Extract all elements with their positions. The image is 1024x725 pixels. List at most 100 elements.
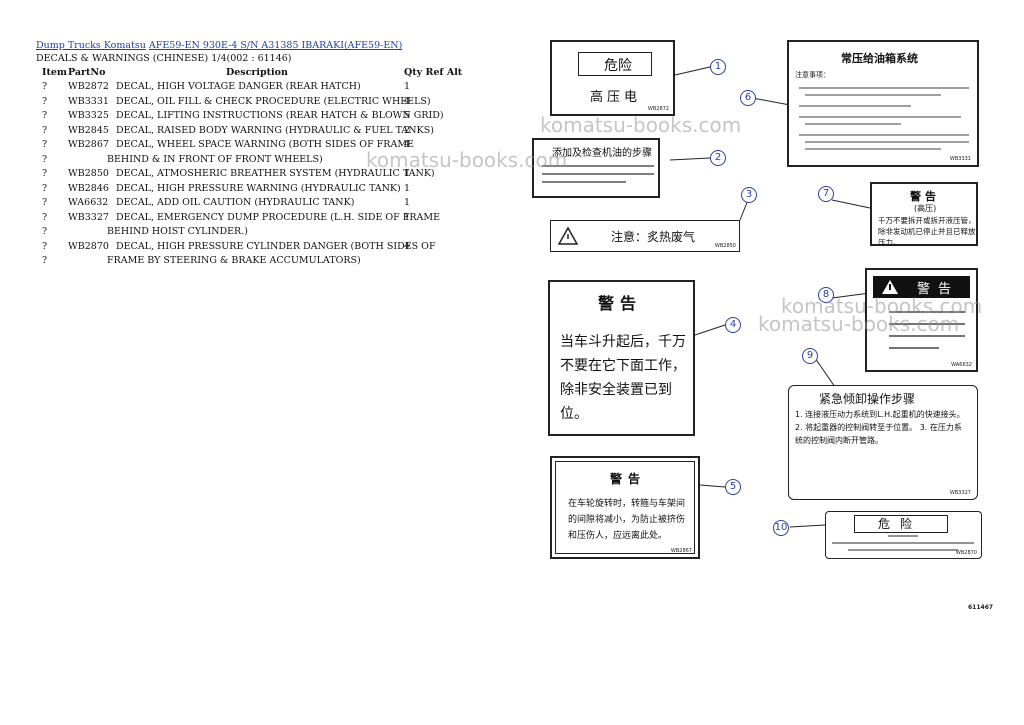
decal-exhaust-caution: 注意：炙热废气 WB2850 xyxy=(550,220,740,252)
decal-1-title: 危险 xyxy=(604,58,632,74)
decal-high-voltage: 危险 高压电 WB2872 xyxy=(550,40,675,116)
qty-cell: 1 xyxy=(404,197,411,208)
part-no-cell: WB2845 xyxy=(68,124,109,136)
description-cell: DECAL, HIGH PRESSURE CYLINDER DANGER (BO… xyxy=(116,240,436,252)
description-cell: DECAL, LIFTING INSTRUCTIONS (REAR HATCH … xyxy=(116,110,444,121)
qty-cell: 5 xyxy=(404,110,411,121)
part-no-cell: WB3327 xyxy=(68,211,109,223)
decal-8-text-lines xyxy=(889,311,965,349)
description-cell: FRAME BY STEERING & BRAKE ACCUMULATORS) xyxy=(107,255,361,266)
decal-7-sub: (高压) xyxy=(914,204,937,213)
decal-oil-fill: 添加及检查机油的步骤 xyxy=(532,138,660,198)
qty-cell: 4 xyxy=(404,240,411,252)
item-cell: ? xyxy=(42,211,48,223)
part-no-cell: WB2872 xyxy=(68,81,109,92)
decal-4-body: 当车斗升起后，千万不要在它下面工作，除非安全装置已到位。 xyxy=(560,334,686,422)
callout-7[interactable]: 7 xyxy=(818,186,834,202)
header-item: Item xyxy=(42,67,67,78)
description-cell: DECAL, RAISED BODY WARNING (HYDRAULIC & … xyxy=(116,124,434,136)
decal-atmospheric-breather: 常压给油箱系统 注意事项： WB3331 xyxy=(787,40,979,167)
breadcrumb-category-link[interactable]: Dump Trucks Komatsu xyxy=(36,40,146,51)
callout-1[interactable]: 1 xyxy=(710,59,726,75)
page-title: DECALS & WARNINGS (CHINESE) 1/4(002 : 61… xyxy=(36,53,292,64)
watermark: komatsu-books.com xyxy=(366,148,568,172)
decal-8-code: WA6632 xyxy=(951,362,972,368)
header-part-no: PartNo xyxy=(68,67,106,78)
watermark: komatsu-books.com xyxy=(781,294,983,318)
callout-8[interactable]: 8 xyxy=(818,287,834,303)
decal-6-title: 常压给油箱系统 xyxy=(841,52,918,65)
warning-triangle-icon xyxy=(557,226,579,245)
callout-3[interactable]: 3 xyxy=(741,187,757,203)
callout-9[interactable]: 9 xyxy=(802,348,818,364)
description-cell: DECAL, ATMOSHERIC BREATHER SYSTEM (HYDRA… xyxy=(116,168,435,179)
item-cell: ? xyxy=(42,153,48,165)
description-cell: DECAL, OIL FILL & CHECK PROCEDURE (ELECT… xyxy=(116,95,431,107)
item-cell: ? xyxy=(42,95,48,107)
decal-2-title: 添加及检查机油的步骤 xyxy=(552,148,652,159)
description-cell: DECAL, HIGH VOLTAGE DANGER (REAR HATCH) xyxy=(116,81,361,92)
description-cell: BEHIND HOIST CYLINDER.) xyxy=(107,226,248,237)
watermark: komatsu-books.com xyxy=(758,312,960,336)
breadcrumb-model-link[interactable]: AFE59-EN 930E-4 S/N A31385 IBARAKI(AFE59… xyxy=(148,40,403,51)
decal-raised-body-warning: 警告 当车斗升起后，千万不要在它下面工作，除非安全装置已到位。 xyxy=(548,280,695,436)
part-no-cell: WA6632 xyxy=(68,197,109,208)
qty-cell: 4 xyxy=(404,139,411,150)
header-qty: Qty Ref Alt xyxy=(404,67,463,78)
item-cell: ? xyxy=(42,255,48,266)
decal-10-text-lines xyxy=(832,535,974,551)
decal-1-body: 高压电 xyxy=(590,90,642,105)
figure-code: 611467 xyxy=(968,604,994,611)
decal-4-title: 警告 xyxy=(598,294,643,313)
part-no-cell: WB2867 xyxy=(68,139,109,150)
qty-cell: 1 xyxy=(404,168,411,179)
watermark: komatsu-books.com xyxy=(540,113,742,137)
decal-5-title: 警告 xyxy=(610,472,647,486)
callout-10[interactable]: 10 xyxy=(773,520,789,536)
decal-diagram: 危险 高压电 WB2872 添加及检查机油的步骤 注意：炙热废气 WB2850 … xyxy=(532,30,1020,630)
decal-6-code: WB3331 xyxy=(949,156,971,162)
decal-5-body: 在车轮旋转时，转箍与车架间的间隙将减小，为防止被挤伤和压伤人，应远离此处。 xyxy=(568,499,686,541)
item-cell: ? xyxy=(42,124,48,136)
decal-2-text-lines xyxy=(542,165,654,183)
breadcrumb: Dump Trucks Komatsu AFE59-EN 930E-4 S/N … xyxy=(36,40,402,52)
part-no-cell: WB3325 xyxy=(68,110,109,121)
description-cell: DECAL, ADD OIL CAUTION (HYDRAULIC TANK) xyxy=(116,197,355,208)
decal-1-code: WB2872 xyxy=(647,106,669,112)
decal-10-title: 危险 xyxy=(878,517,923,531)
decal-wheel-space-warning: 警告 在车轮旋转时，转箍与车架间的间隙将减小，为防止被挤伤和压伤人，应远离此处。… xyxy=(550,456,700,559)
item-cell: ? xyxy=(42,110,48,121)
decal-10-code: WB2870 xyxy=(955,550,977,556)
decal-9-title: 紧急倾卸操作步骤 xyxy=(819,392,916,406)
decal-7-body: 千万不要拆开或拆开液压管，除非发动机已停止并且已释放压力。 xyxy=(878,216,976,247)
header-description: Description xyxy=(226,67,288,78)
decal-9-code: WB3327 xyxy=(949,490,971,496)
item-cell: ? xyxy=(42,139,48,150)
description-cell: BEHIND & IN FRONT OF FRONT WHEELS) xyxy=(107,153,323,165)
decal-8-title: 警告 xyxy=(917,282,960,297)
part-no-cell: WB2870 xyxy=(68,240,109,252)
qty-cell: 4 xyxy=(404,95,411,107)
description-cell: DECAL, WHEEL SPACE WARNING (BOTH SIDES O… xyxy=(116,139,414,150)
decal-add-oil-caution: 警告 WA6632 xyxy=(865,268,978,372)
part-no-cell: WB3331 xyxy=(68,95,109,107)
decal-3-code: WB2850 xyxy=(714,243,736,249)
callout-2[interactable]: 2 xyxy=(710,150,726,166)
caution-triangle-icon xyxy=(882,280,898,294)
callout-6[interactable]: 6 xyxy=(740,90,756,106)
decal-high-pressure-cylinder: 危险 WB2870 xyxy=(825,511,982,559)
description-cell: DECAL, HIGH PRESSURE WARNING (HYDRAULIC … xyxy=(116,182,401,194)
decal-9-body: 1. 连接液压动力系统到L.H.起重机的快速接头。 2. 将起重器的控制阀转至于… xyxy=(795,410,965,445)
part-no-cell: WB2850 xyxy=(68,168,109,179)
callout-5[interactable]: 5 xyxy=(725,479,741,495)
item-cell: ? xyxy=(42,182,48,194)
item-cell: ? xyxy=(42,81,48,92)
qty-cell: 2 xyxy=(404,124,411,136)
item-cell: ? xyxy=(42,168,48,179)
part-no-cell: WB2846 xyxy=(68,182,109,194)
callout-4[interactable]: 4 xyxy=(725,317,741,333)
description-cell: DECAL, EMERGENCY DUMP PROCEDURE (L.H. SI… xyxy=(116,211,441,223)
qty-cell: 1 xyxy=(404,211,411,223)
decal-6-body: 注意事项： xyxy=(795,71,830,79)
decal-high-pressure-warning: 警告 (高压) 千万不要拆开或拆开液压管，除非发动机已停止并且已释放压力。 xyxy=(870,182,978,247)
